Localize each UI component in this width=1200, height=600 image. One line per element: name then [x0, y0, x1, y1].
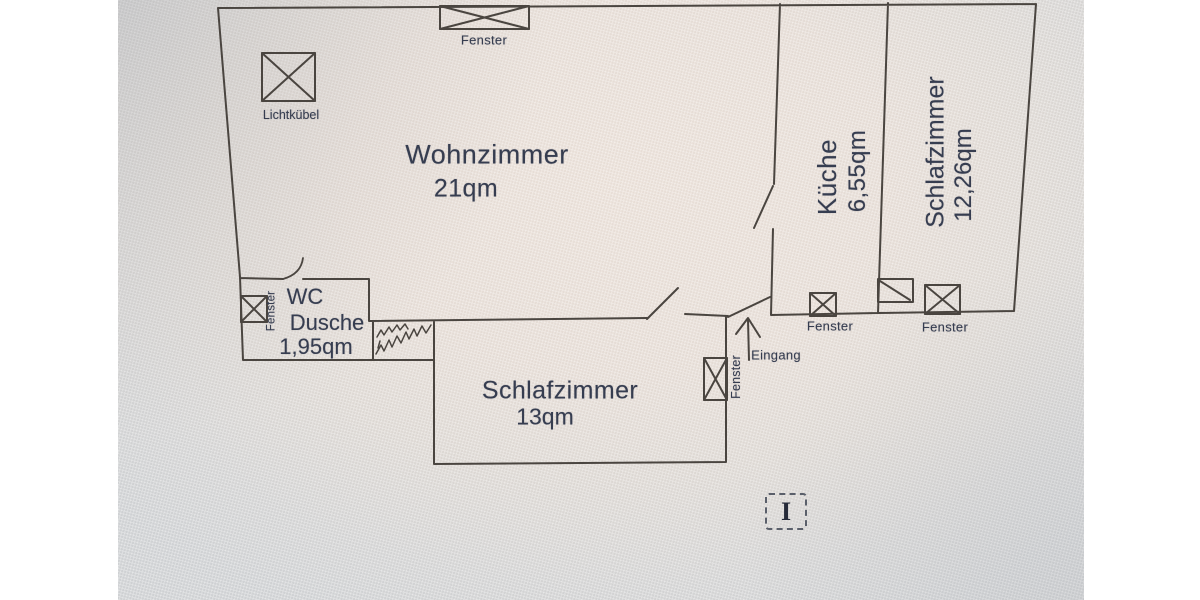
window-label-wc: Fenster	[265, 290, 278, 332]
window-label-top: Fenster	[460, 32, 508, 48]
window-symbol-schlafzimmer1	[924, 284, 961, 315]
room-area-wohnzimmer: 21qm	[433, 174, 499, 203]
room-area-schlafzimmer2: 13qm	[516, 403, 574, 430]
window-symbol-top	[439, 5, 530, 30]
text-cursor-icon: I	[765, 493, 807, 530]
room-label-wohnzimmer: Wohnzimmer	[405, 139, 569, 170]
text-cursor-glyph: I	[780, 496, 792, 526]
window-symbol-wc	[240, 295, 268, 323]
window-symbol-kueche	[809, 292, 837, 317]
door-leaf-wohnzimmer	[646, 287, 679, 320]
hand-drawn-scribble	[375, 323, 432, 355]
entrance-arrow-icon	[735, 317, 761, 361]
lichtkuebel-symbol	[261, 52, 316, 102]
window-symbol-flur	[703, 357, 728, 401]
room-area-kueche: 6,55qm	[844, 129, 871, 213]
door-swing-wc	[282, 257, 304, 280]
room-label-wc: WC	[286, 284, 324, 309]
room-label-dusche: Dusche	[289, 310, 365, 335]
entrance-label: Eingang	[751, 347, 801, 363]
room-area-schlafzimmer1: 12,26qm	[950, 128, 977, 222]
window-label-schlafzimmer1: Fenster	[921, 319, 969, 335]
room-area-wc: 1,95qm	[279, 334, 353, 359]
lichtkuebel-label: Lichtkübel	[262, 107, 320, 122]
door-leaf-entrance	[727, 296, 771, 318]
window-label-flur: Fenster	[728, 355, 743, 399]
door-leaf-kueche	[753, 185, 774, 229]
room-label-schlafzimmer2: Schlafzimmer	[481, 376, 639, 405]
window-label-kueche: Fenster	[806, 318, 854, 334]
room-label-kueche: Küche	[812, 138, 842, 216]
door-symbol-schlafzimmer1	[877, 278, 914, 303]
room-label-schlafzimmer1: Schlafzimmer	[921, 76, 950, 228]
